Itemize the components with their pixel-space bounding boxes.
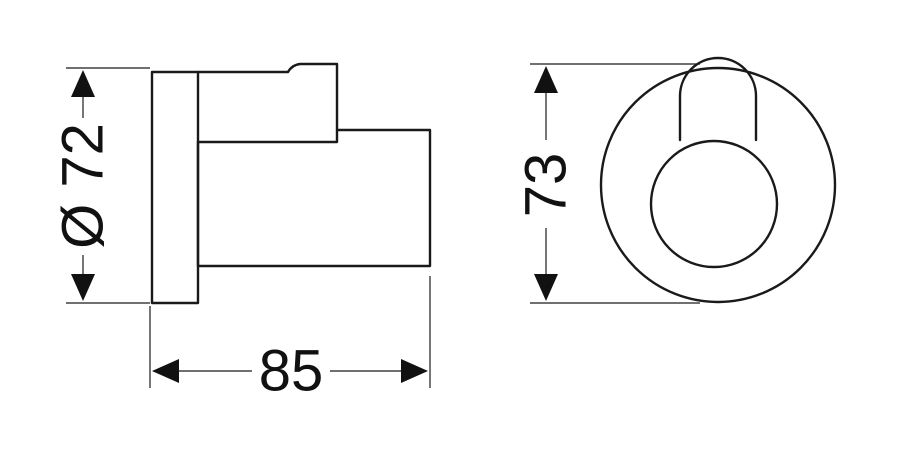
- wall-plate: [150, 70, 200, 305]
- holder-arm: [196, 62, 339, 144]
- width-label: 85: [259, 339, 324, 404]
- arrow-up-icon: [71, 70, 95, 97]
- arrow-right-icon: [401, 359, 428, 383]
- width-dimension: 85: [149, 276, 431, 404]
- front-view: [599, 56, 837, 304]
- diameter-dimension: Ø 72: [51, 67, 150, 304]
- diameter-label: Ø 72: [51, 123, 116, 249]
- arrow-left-icon: [152, 359, 179, 383]
- outer-rosette: [599, 66, 837, 304]
- holder-tab: [678, 56, 758, 142]
- arrow-down-icon: [534, 274, 558, 301]
- height-dimension: 73: [514, 63, 700, 304]
- height-label: 73: [514, 153, 579, 218]
- inner-cylinder: [649, 139, 779, 269]
- holder-body: [196, 128, 432, 268]
- side-view: [150, 62, 432, 305]
- arrow-up-icon: [534, 66, 558, 93]
- arrow-down-icon: [71, 274, 95, 301]
